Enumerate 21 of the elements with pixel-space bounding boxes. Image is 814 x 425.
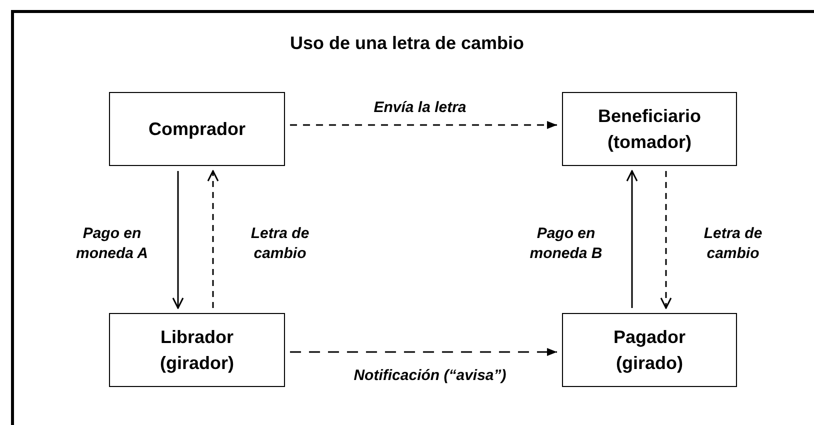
edge-label: Pago en moneda A xyxy=(75,224,149,264)
box-label: Beneficiario (tomador) xyxy=(596,104,702,154)
edge-label: Pago en moneda B xyxy=(528,224,604,264)
edge-label: Notificación (“avisa”) xyxy=(352,366,508,386)
arrow xyxy=(290,121,557,129)
edge-label: Letra de cambio xyxy=(702,224,764,264)
arrow xyxy=(626,170,638,308)
edge-label: Envía la letra xyxy=(372,98,468,118)
arrow xyxy=(290,348,557,356)
process-box xyxy=(562,92,737,166)
arrow xyxy=(207,170,219,308)
box-label: Pagador (girado) xyxy=(612,326,687,375)
process-box xyxy=(562,313,737,387)
process-box xyxy=(109,92,285,166)
arrow xyxy=(172,171,184,309)
diagram-title: Uso de una letra de cambio xyxy=(288,33,526,54)
box-label: Librador (girador) xyxy=(159,326,235,375)
process-box xyxy=(109,313,285,387)
arrow xyxy=(660,171,672,309)
edge-label: Letra de cambio xyxy=(250,224,310,264)
box-label: Comprador xyxy=(148,118,246,141)
